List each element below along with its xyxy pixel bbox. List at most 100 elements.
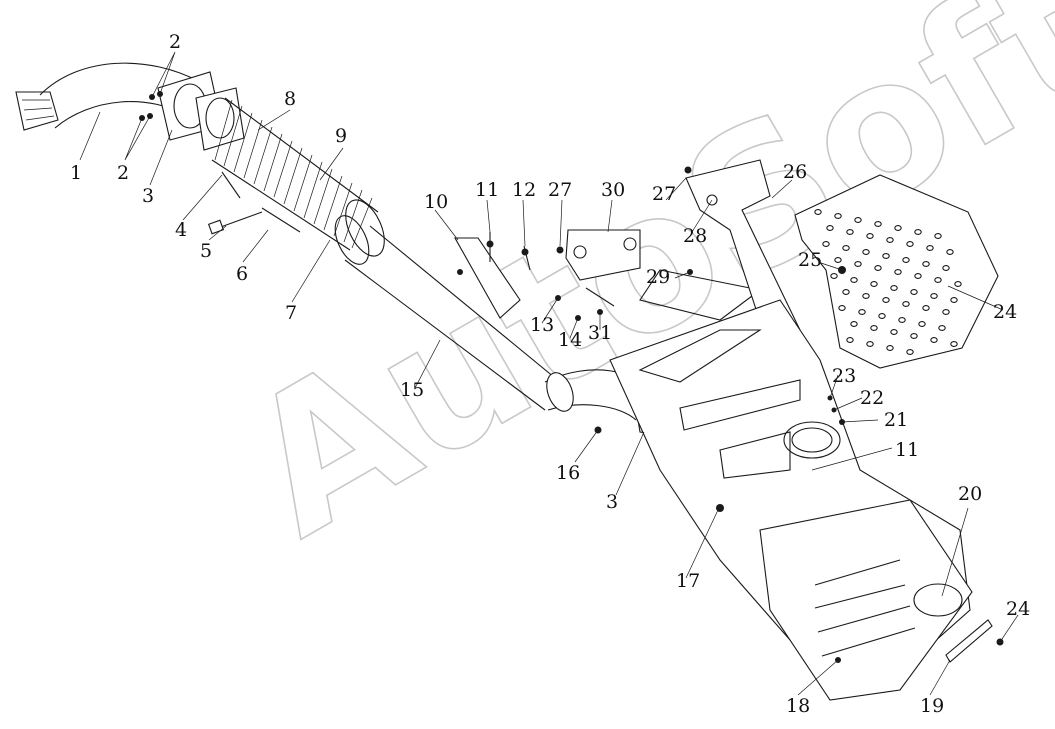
callout-4: 4 <box>175 219 187 241</box>
shield-hole <box>946 249 954 255</box>
callout-22: 22 <box>860 387 884 409</box>
inlet-pipe <box>15 62 201 131</box>
callout-1: 1 <box>70 162 82 184</box>
callout-21: 21 <box>884 409 908 431</box>
callout-8: 8 <box>284 88 296 110</box>
shield-hole <box>874 221 882 227</box>
callout-11a: 11 <box>475 179 499 201</box>
callout-18: 18 <box>786 695 810 717</box>
callout-28: 28 <box>683 225 707 247</box>
callout-10: 10 <box>424 191 448 213</box>
shield-hole <box>954 281 962 287</box>
callout-31: 31 <box>588 322 612 344</box>
callout-2a: 2 <box>169 31 181 53</box>
shield-hole <box>862 249 870 255</box>
shield-hole <box>842 289 850 295</box>
shield-hole <box>854 261 862 267</box>
callout-26: 26 <box>783 161 807 183</box>
shield-hole <box>874 265 882 271</box>
callout-24a: 24 <box>993 301 1017 323</box>
shield-hole <box>926 245 934 251</box>
callout-13: 13 <box>530 314 554 336</box>
shield-hole <box>858 309 866 315</box>
shield-hole <box>934 233 942 239</box>
callout-15: 15 <box>400 379 424 401</box>
slotted-end-shield <box>759 499 973 701</box>
shield-hole <box>882 253 890 259</box>
callout-29: 29 <box>646 266 670 288</box>
shield-hole <box>906 349 914 355</box>
shield-hole <box>918 321 926 327</box>
shield-hole <box>890 285 898 291</box>
callout-24b: 24 <box>1006 598 1030 620</box>
shield-hole <box>942 265 950 271</box>
shield-hole <box>882 297 890 303</box>
shield-hole <box>850 277 858 283</box>
shield-hole <box>842 245 850 251</box>
shield-hole <box>878 313 886 319</box>
shield-hole <box>906 241 914 247</box>
callout-19: 19 <box>920 695 944 717</box>
shield-hole <box>846 229 854 235</box>
shield-hole <box>942 309 950 315</box>
flex-pipe <box>211 97 385 265</box>
shield-hole <box>822 241 830 247</box>
callout-14: 14 <box>558 329 582 351</box>
shield-hole <box>914 229 922 235</box>
callout-11b: 11 <box>895 439 919 461</box>
shield-hole <box>902 301 910 307</box>
shield-hole <box>914 273 922 279</box>
shield-hole <box>898 317 906 323</box>
shield-hole <box>866 341 874 347</box>
callout-20: 20 <box>958 483 982 505</box>
callout-27a: 27 <box>548 179 572 201</box>
callout-3a: 3 <box>142 185 154 207</box>
shield-hole <box>910 289 918 295</box>
shield-hole <box>814 209 822 215</box>
bolts-5-6 <box>207 171 301 235</box>
shield-hole <box>950 297 958 303</box>
callout-2b: 2 <box>117 162 129 184</box>
leader-lines <box>79 51 1019 696</box>
shield-hole <box>886 345 894 351</box>
shield-hole <box>826 225 834 231</box>
shield-hole <box>850 321 858 327</box>
callout-5: 5 <box>200 240 212 262</box>
shield-hole <box>902 257 910 263</box>
shield-hole <box>866 233 874 239</box>
shield-hole <box>950 341 958 347</box>
shield-hole <box>934 277 942 283</box>
callout-12: 12 <box>512 179 536 201</box>
callout-25: 25 <box>798 249 822 271</box>
callout-3b: 3 <box>606 491 618 513</box>
shield-hole <box>854 217 862 223</box>
shield-hole <box>846 337 854 343</box>
callout-30: 30 <box>601 179 625 201</box>
flange-upper <box>157 71 245 151</box>
callout-17: 17 <box>676 570 700 592</box>
studs <box>139 91 163 121</box>
shield-hole <box>894 269 902 275</box>
shield-holes <box>814 209 962 355</box>
callout-16: 16 <box>556 462 580 484</box>
brackets <box>454 229 641 319</box>
shield-hole <box>870 281 878 287</box>
shield-hole <box>922 261 930 267</box>
shield-hole <box>910 333 918 339</box>
callouts: 2 2 1 3 3 4 5 6 7 8 9 10 11 11 12 13 14 … <box>70 31 1030 717</box>
shield-hole <box>862 293 870 299</box>
shield-hole <box>838 305 846 311</box>
shield-hole <box>930 337 938 343</box>
callout-23: 23 <box>832 365 856 387</box>
perforated-shield <box>794 174 999 369</box>
shield-hole <box>890 329 898 335</box>
shield-hole <box>834 257 842 263</box>
shield-hole <box>930 293 938 299</box>
shield-hole <box>922 305 930 311</box>
shield-hole <box>830 273 838 279</box>
shield-hole <box>886 237 894 243</box>
callout-9: 9 <box>335 125 347 147</box>
shield-hole <box>938 325 946 331</box>
